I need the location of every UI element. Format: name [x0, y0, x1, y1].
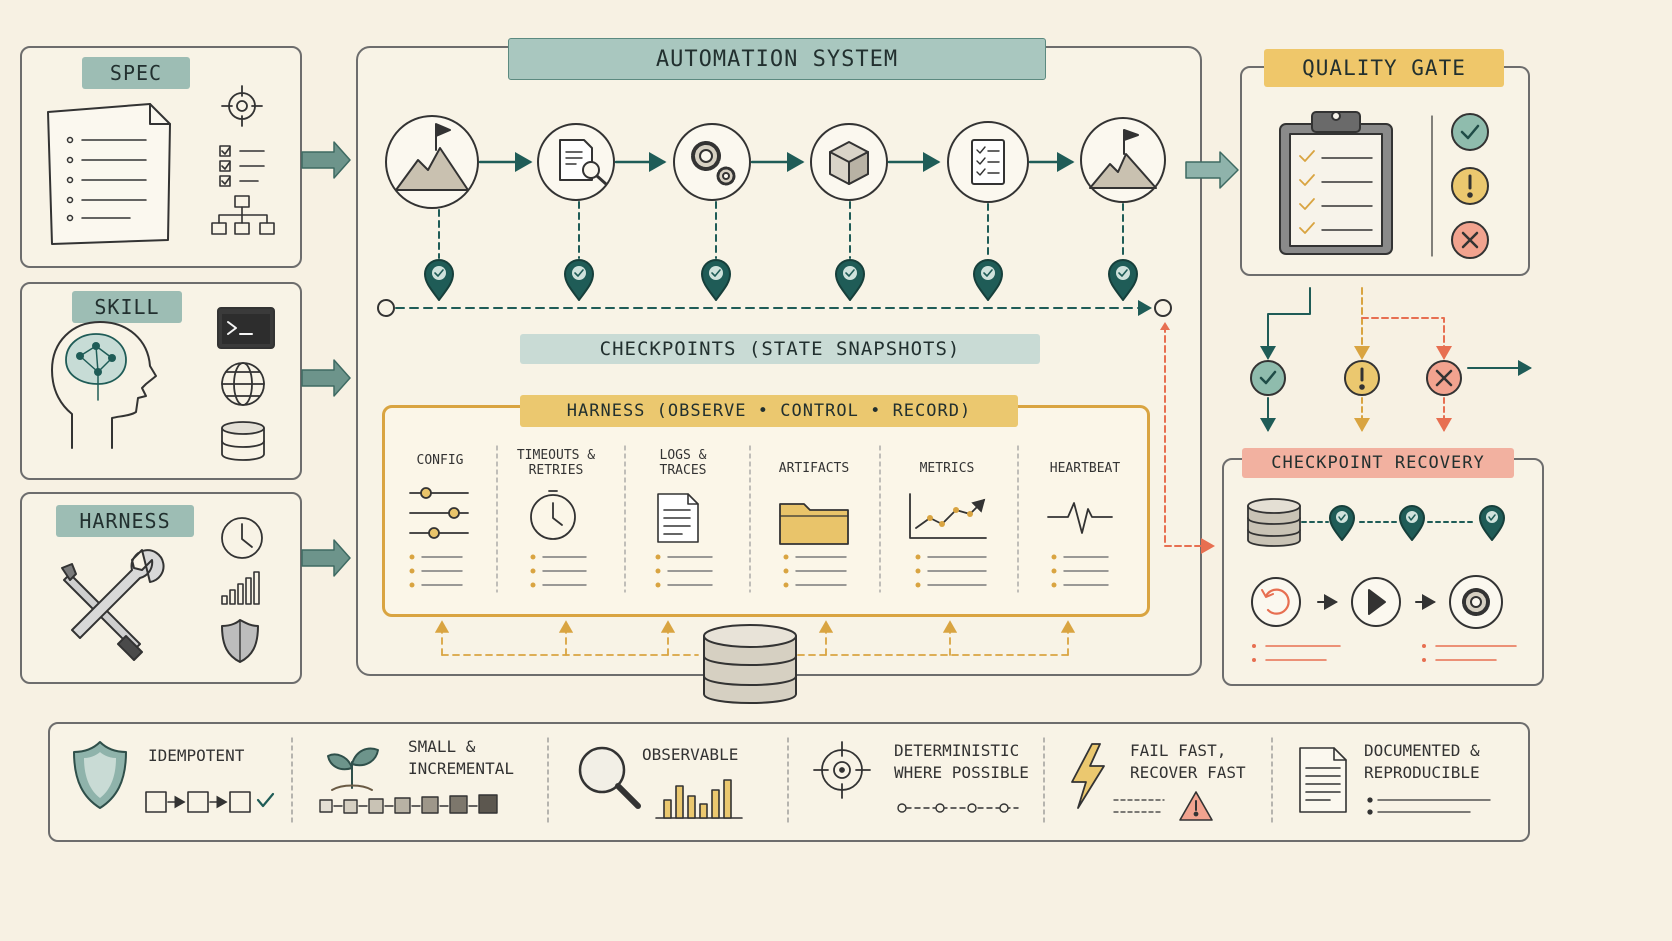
bar-chart-icon: [655, 779, 743, 819]
principle-small-incremental: SMALL & INCREMENTAL: [408, 737, 514, 778]
recovery-notes: [1252, 644, 1517, 662]
sliders-icon: [409, 487, 469, 539]
principle-observable: OBSERVABLE: [642, 745, 739, 764]
stopwatch-icon: [530, 490, 576, 540]
harness-feed-lines: [434, 620, 1076, 656]
skill-label: SKILL: [72, 291, 182, 323]
terminal-icon: [217, 307, 275, 349]
checkpoint-recovery-title: CHECKPOINT RECOVERY: [1242, 448, 1514, 478]
principle-documented: DOCUMENTED & REPRODUCIBLE: [1364, 741, 1480, 782]
recovery-checkpoint-pin-icon: [1399, 505, 1425, 541]
gate-warning-icon: [1451, 167, 1489, 205]
checklist-icon: [219, 145, 265, 187]
hierarchy-icon: [211, 195, 275, 235]
heartbeat-icon: [1047, 502, 1113, 534]
checkpoint-to-recovery-arrow: [1164, 325, 1215, 554]
brain-head-icon: [51, 321, 157, 449]
harness-col-logs: LOGS & TRACES: [659, 448, 707, 478]
principle-deterministic: DETERMINISTIC WHERE POSSIBLE: [894, 741, 1029, 782]
checkpoint-pins: [424, 259, 1138, 301]
signal-bars-icon: [221, 571, 260, 605]
lightning-icon: [1071, 743, 1105, 809]
idempotent-steps-icon: [145, 791, 275, 813]
folder-icon: [779, 503, 849, 545]
recovery-arrow-head: [1160, 322, 1170, 330]
automation-step-2-document-search-icon: [537, 123, 615, 201]
harness-col-artifacts: ARTIFACTS: [778, 461, 850, 476]
outcome-warning-icon: [1344, 360, 1380, 396]
recovery-database-icon: [1247, 498, 1301, 547]
target-icon: [221, 85, 263, 127]
globe-icon: [221, 362, 265, 406]
clipboard-icon: [1279, 111, 1393, 255]
restore-icon: [1251, 577, 1301, 627]
checkpoints-label: CHECKPOINTS (STATE SNAPSHOTS): [520, 334, 1040, 364]
harness-input-label: HARNESS: [56, 505, 194, 537]
gate-fail-icon: [1451, 221, 1489, 259]
harness-col-timeouts: TIMEOUTS & RETRIES: [516, 448, 596, 478]
automation-system-title: AUTOMATION SYSTEM: [508, 38, 1046, 80]
principle-fail-fast: FAIL FAST, RECOVER FAST: [1130, 741, 1246, 782]
clock-icon: [221, 517, 263, 559]
log-document-icon: [657, 493, 699, 543]
harness-col-metrics: METRICS: [919, 461, 975, 476]
crosshair-icon: [813, 741, 871, 799]
documented-list-icon: [1367, 797, 1491, 815]
checkpoint-track: [377, 201, 1172, 317]
tools-icon: [61, 549, 165, 661]
principle-dividers: [291, 737, 1273, 825]
harness-col-heartbeat: HEARTBEAT: [1049, 461, 1121, 476]
checkpoint-pin-icon: [973, 259, 1003, 301]
warning-triangle-icon: [1179, 791, 1213, 821]
line-chart-icon: [909, 493, 987, 539]
input-arrows: [301, 141, 351, 577]
incremental-steps-icon: [319, 794, 498, 814]
automation-step-6-summit-flag-icon: [1080, 117, 1166, 203]
magnifier-icon: [578, 746, 641, 809]
central-database-icon: [703, 624, 797, 704]
to-quality-gate-arrow: [1185, 151, 1239, 189]
sprout-icon: [327, 747, 379, 791]
spec-label: SPEC: [82, 57, 190, 89]
checkpoint-pin-icon: [835, 259, 865, 301]
recovery-checkpoint-pin-icon: [1329, 505, 1355, 541]
checkpoint-pin-icon: [424, 259, 454, 301]
principles-bar: [48, 722, 1530, 842]
checkpoint-pin-icon: [564, 259, 594, 301]
checkpoint-pin-icon: [1108, 259, 1138, 301]
outcome-pass-icon: [1250, 360, 1286, 396]
automation-step-3-gears-icon: [673, 123, 751, 201]
automation-step-1-mountain-flag-icon: [385, 115, 479, 209]
spec-document-icon: [47, 103, 171, 245]
checkpoint-recovery-panel: [1222, 458, 1544, 686]
harness-bullets: [409, 554, 1109, 588]
harness-column-dividers: [496, 445, 1019, 593]
play-icon: [1351, 577, 1401, 627]
recovery-checkpoint-pin-icon: [1479, 505, 1505, 541]
harness-col-config: CONFIG: [416, 453, 464, 468]
automation-step-4-cube-icon: [810, 123, 888, 201]
deterministic-path-icon: [897, 803, 1019, 813]
harness-title: HARNESS (OBSERVE • CONTROL • RECORD): [520, 395, 1018, 427]
quality-gate-title: QUALITY GATE: [1264, 49, 1504, 87]
gate-pass-icon: [1451, 113, 1489, 151]
principle-idempotent: IDEMPOTENT: [148, 746, 245, 765]
idempotent-shield-icon: [73, 741, 127, 809]
recovery-gear-icon: [1449, 575, 1503, 629]
outcome-fail-icon: [1426, 360, 1462, 396]
checkpoint-pin-icon: [701, 259, 731, 301]
automation-step-5-checklist-icon: [947, 121, 1029, 203]
database-icon: [221, 421, 265, 461]
fail-fast-notes: [1113, 799, 1165, 813]
shield-icon: [221, 619, 259, 663]
gate-outcome-routing: [1260, 287, 1532, 432]
documented-doc-icon: [1299, 747, 1347, 813]
